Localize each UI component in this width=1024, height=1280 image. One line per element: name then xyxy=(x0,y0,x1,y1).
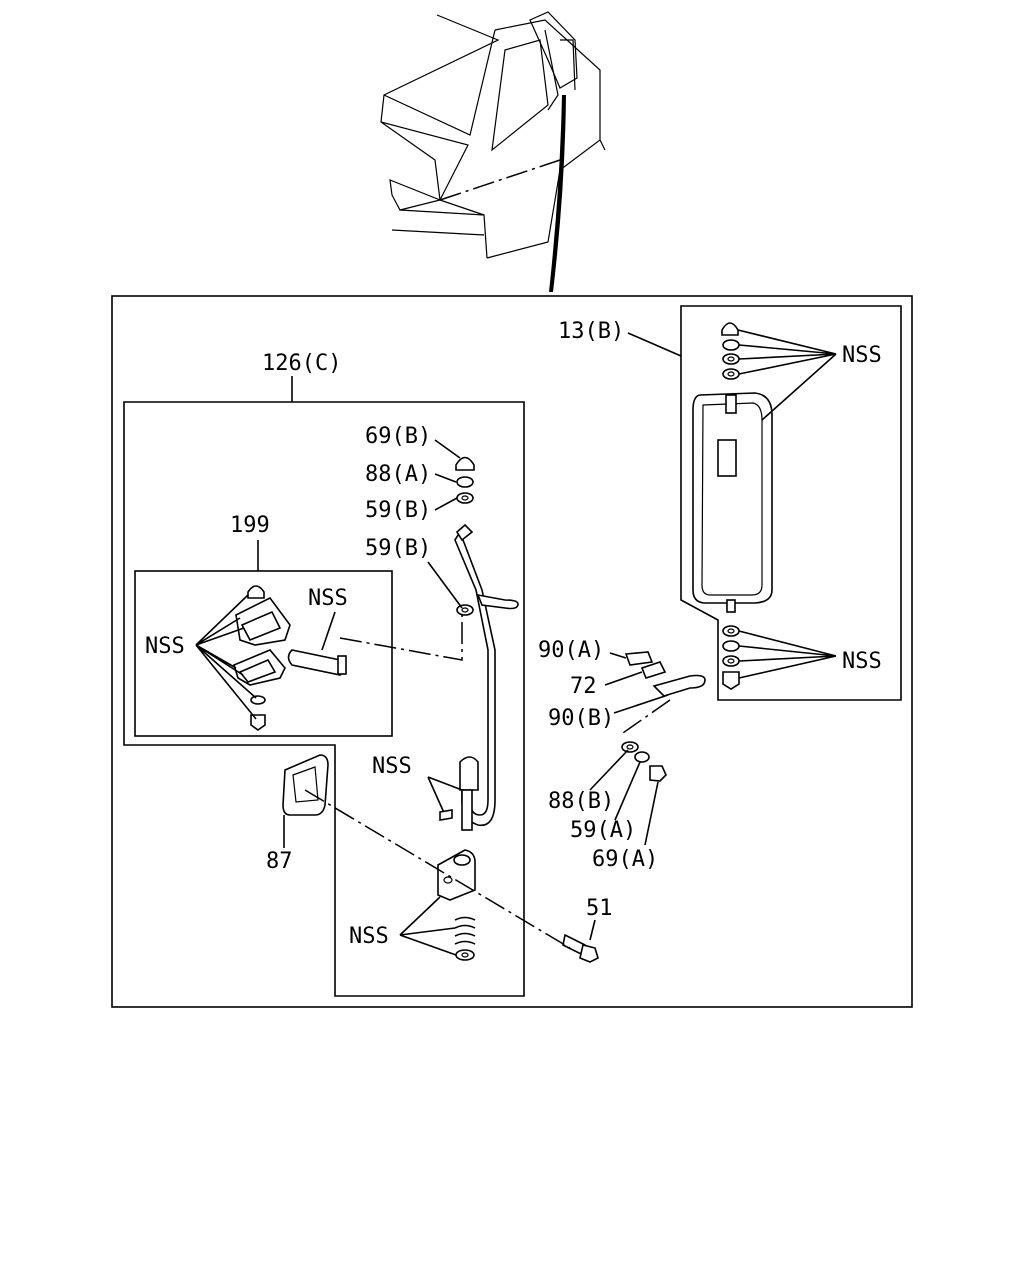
mirror-head xyxy=(692,392,773,613)
label-nss-199: NSS xyxy=(308,586,348,611)
pad-87 xyxy=(282,754,329,816)
label-88a: 88(A) xyxy=(365,462,431,487)
label-nss-mirror-bottom: NSS xyxy=(842,649,882,674)
label-72: 72 xyxy=(570,674,597,699)
label-nss-spring: NSS xyxy=(349,924,389,949)
rod-top-hardware xyxy=(455,456,475,616)
assembly-frame-13b xyxy=(680,305,902,701)
label-88b: 88(B) xyxy=(548,789,614,814)
label-59b-lower: 59(B) xyxy=(365,536,431,561)
label-126c: 126(C) xyxy=(262,351,341,376)
assembly-lines xyxy=(304,615,671,949)
label-90b: 90(B) xyxy=(548,706,614,731)
label-51: 51 xyxy=(586,896,613,921)
hinge-base xyxy=(437,849,476,961)
label-69b: 69(B) xyxy=(365,424,431,449)
vehicle-sketch xyxy=(380,11,606,292)
label-nss-bracket: NSS xyxy=(145,634,185,659)
bracket-199 xyxy=(233,585,347,731)
label-13b: 13(B) xyxy=(558,319,624,344)
main-frame xyxy=(111,295,913,1008)
label-59a: 59(A) xyxy=(570,818,636,843)
label-87: 87 xyxy=(266,849,293,874)
mirror-bottom-hardware xyxy=(722,625,740,690)
bolt-51 xyxy=(562,933,599,963)
label-59b-upper: 59(B) xyxy=(365,498,431,523)
label-nss-mirror-top: NSS xyxy=(842,343,882,368)
label-90a: 90(A) xyxy=(538,638,604,663)
assembly-frame-126c xyxy=(123,401,525,997)
label-69a: 69(A) xyxy=(592,847,658,872)
label-199: 199 xyxy=(230,513,270,538)
mirror-arm-rod xyxy=(454,523,519,831)
mirror-top-hardware xyxy=(721,322,740,380)
assembly-frame-199 xyxy=(134,570,393,737)
leader-lines xyxy=(195,329,837,956)
part-labels: 13(B) 126(C) 69(B) 88(A) 59(B) 59(B) 199… xyxy=(145,319,882,949)
arm-joint-hardware xyxy=(621,651,706,782)
label-nss-rod: NSS xyxy=(372,754,412,779)
